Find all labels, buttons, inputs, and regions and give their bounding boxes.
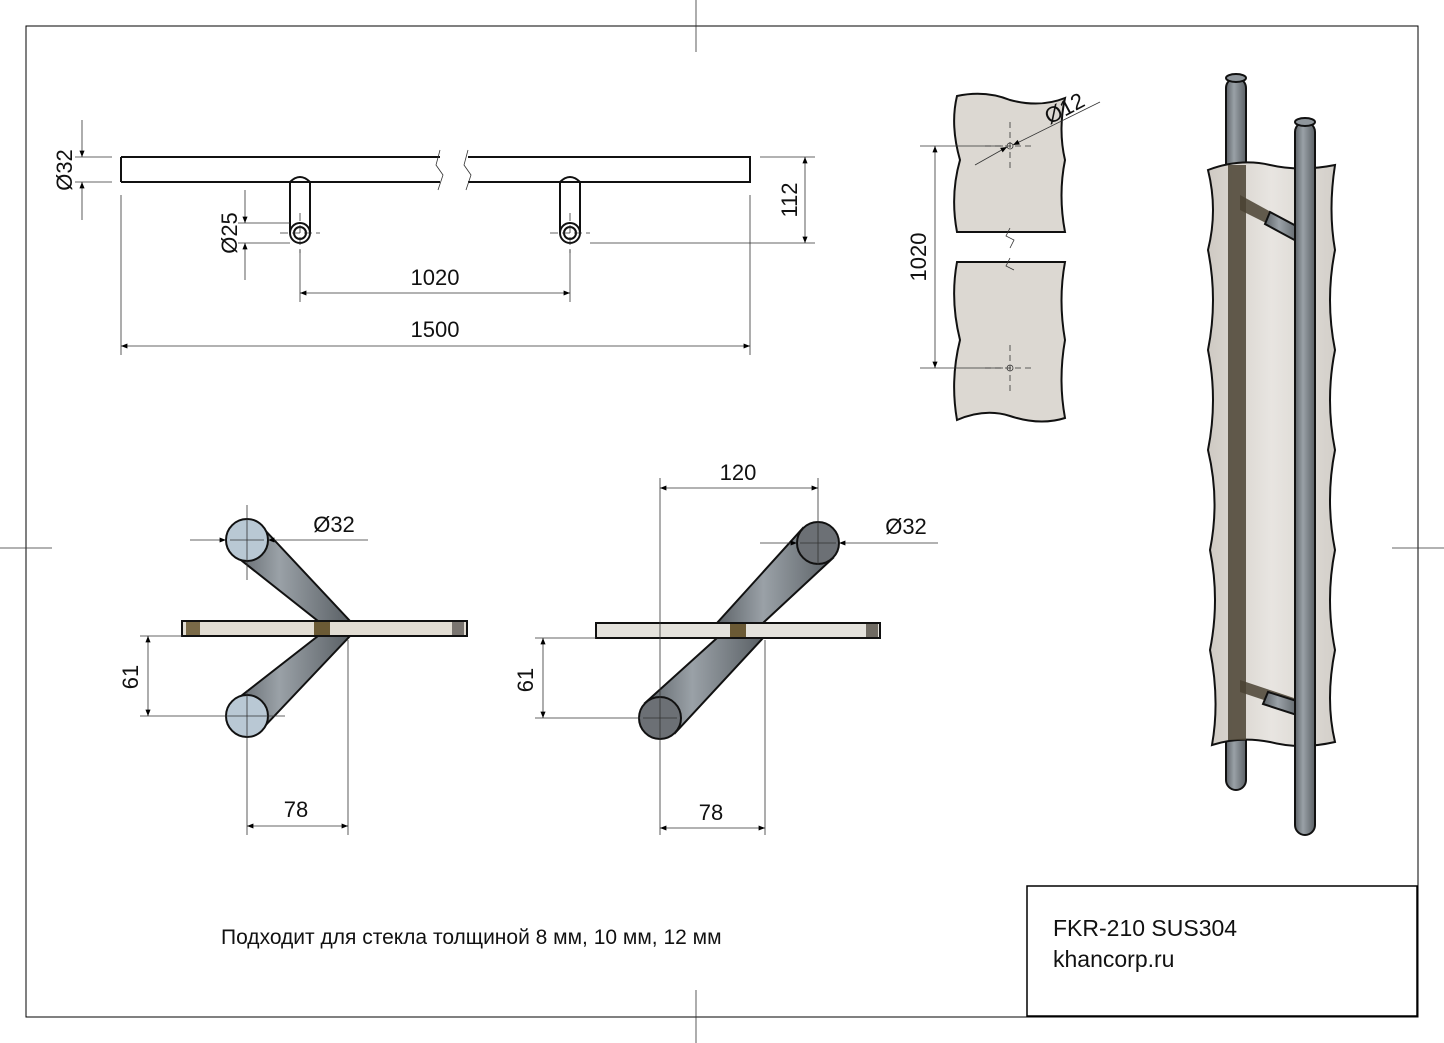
dim-bar-diameter: Ø32	[52, 149, 77, 191]
dim-left-depth: 78	[284, 797, 308, 822]
dim-left-diameter: Ø32	[313, 512, 355, 537]
glass-thickness-caption: Подходит для стекла толщиной 8 мм, 10 мм…	[221, 926, 722, 949]
handle-3d-view	[1206, 73, 1337, 836]
dim-right-diameter: Ø32	[885, 514, 927, 539]
dim-height: 112	[777, 182, 802, 217]
dim-right-width: 120	[720, 460, 757, 485]
title-block: FKR-210 SUS304 khancorp.ru	[1026, 885, 1418, 1017]
website-label: khancorp.ru	[1053, 946, 1174, 972]
model-label: FKR-210 SUS304	[1053, 915, 1237, 941]
side-view-left: Ø32 61 78	[118, 505, 468, 835]
dim-right-depth: 78	[699, 800, 723, 825]
dim-left-offset: 61	[118, 665, 143, 689]
dim-right-offset: 61	[513, 668, 538, 692]
dim-length: 1500	[411, 317, 460, 342]
dim-post-diameter: Ø25	[217, 212, 242, 254]
glass-hole-view: 1020 Ø12	[906, 88, 1101, 423]
top-view: Ø32 Ø25 112 1020 1500	[52, 120, 815, 355]
dim-hole-spacing: 1020	[906, 233, 931, 282]
side-view-right: 120 Ø32 61 78	[513, 460, 938, 835]
dim-spacing: 1020	[411, 265, 460, 290]
